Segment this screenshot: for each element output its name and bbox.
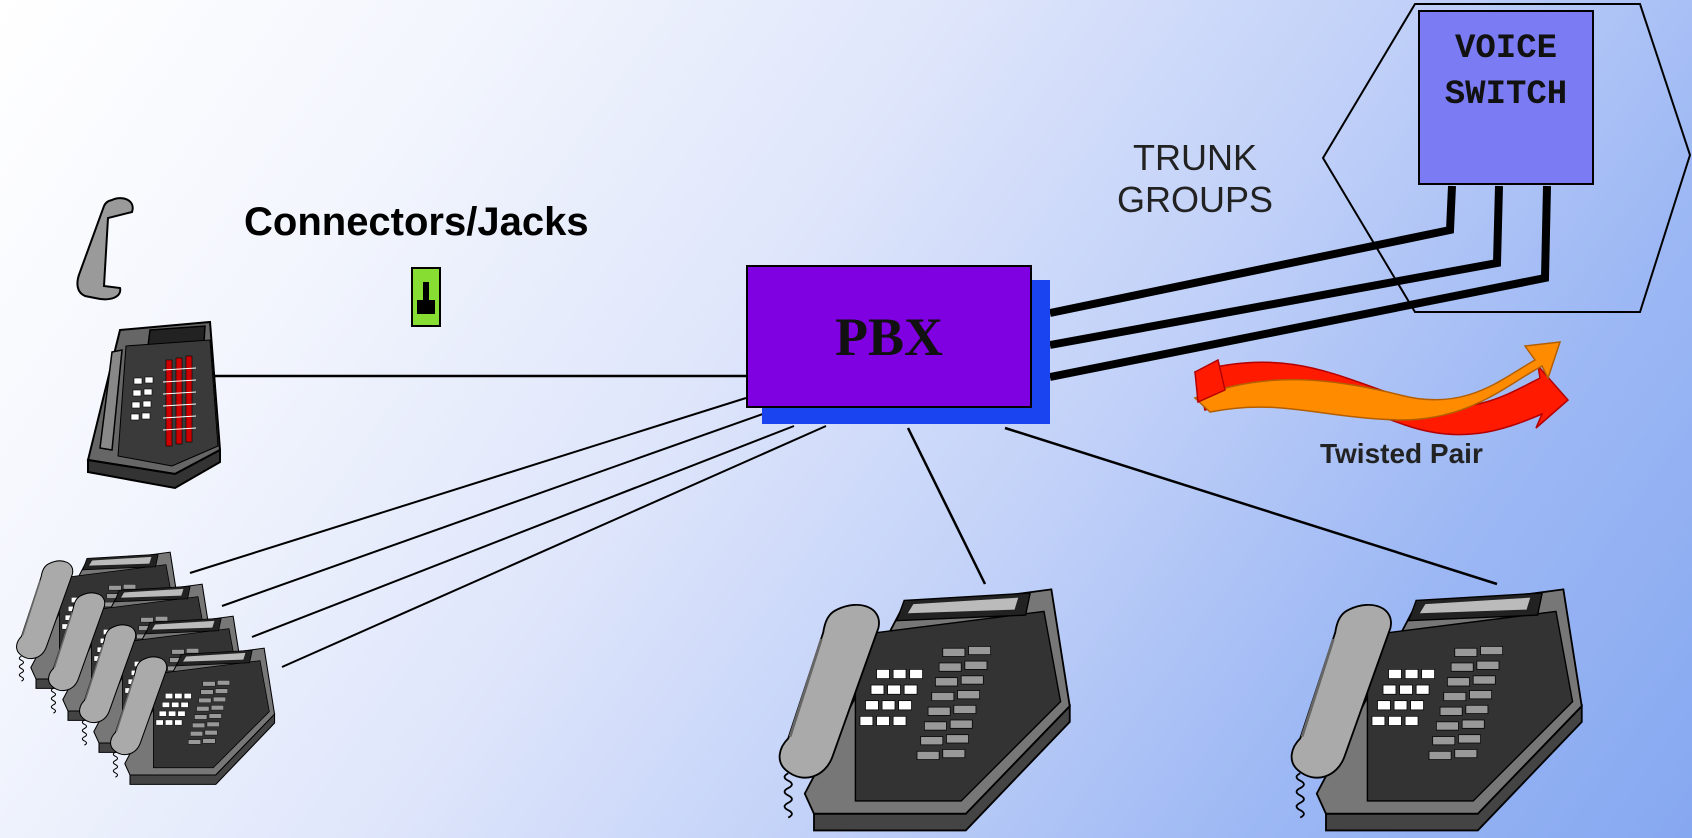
phone-stack-icon (15, 551, 276, 786)
voice-switch-box: VOICE SWITCH (1418, 10, 1594, 185)
voice-switch-label-line2: SWITCH (1444, 76, 1568, 114)
voice-switch-label-line1: VOICE (1454, 30, 1558, 68)
voice-switch-label: VOICE SWITCH (1420, 26, 1592, 118)
trunk-groups-label-line2: GROUPS (1116, 179, 1274, 220)
line-pbx-to-phone-stack (189, 397, 827, 668)
voice-switch-enclosure (1321, 3, 1692, 313)
connectors-jacks-label: Connectors/Jacks (244, 200, 589, 244)
trunk-groups-label-line1: TRUNK (1133, 137, 1257, 178)
line-pbx-to-center-phone (906, 427, 987, 585)
desk-phone-left-icon (86, 320, 222, 490)
handset-icon (76, 197, 134, 301)
desk-phone-center-icon (778, 587, 1072, 832)
pbx-label: PBX (835, 306, 943, 367)
twisted-pair-icon (1193, 341, 1570, 436)
pbx-box: PBX (746, 265, 1032, 408)
trunk-groups-label: TRUNK GROUPS (1085, 137, 1305, 221)
line-pbx-to-right-phone (1004, 426, 1498, 586)
twisted-pair-label: Twisted Pair (1320, 438, 1483, 469)
jack-icon (411, 267, 441, 327)
trunk-lines (1049, 185, 1551, 381)
desk-phone-right-icon (1290, 587, 1584, 832)
